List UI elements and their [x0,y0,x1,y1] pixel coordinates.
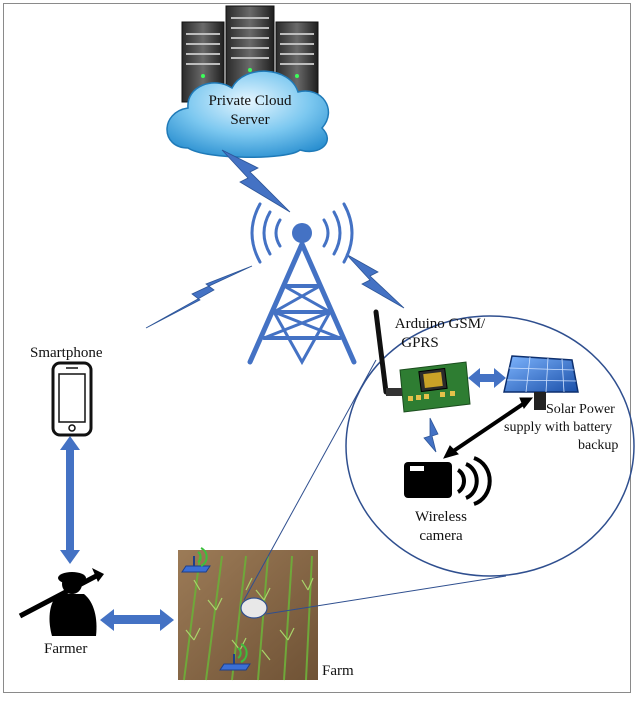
farmer-farm-arrow [100,609,174,631]
cloud-label-line1: Private Cloud [208,93,292,109]
gsm-board-icon [386,361,471,413]
camera-icon [404,456,492,506]
zoom-circle [345,315,635,577]
cloud-icon [166,70,329,159]
phone-farmer-arrow [60,436,80,564]
cloud-label-line2: Server [230,112,270,128]
lightning-icon [145,265,253,329]
diagram-frame [3,3,631,693]
zoom-lines [243,359,507,615]
lightning-icon [345,253,405,309]
solar-panel-icon [503,355,579,410]
camera-label-line1: Wireless [415,509,467,525]
sensor-icon [181,547,211,573]
smartphone-icon [51,361,93,437]
board-solar-arrow [468,368,506,388]
solar-label-line3: backup [578,438,619,453]
gsm-label-line2: GPRS [401,335,439,351]
solar-camera-arrow [443,397,534,459]
lightning-icon [221,149,291,213]
solar-label-line1: Solar Power [546,402,615,417]
farmer-label: Farmer [44,641,88,657]
lightning-icon [423,417,439,453]
antenna-icon [373,309,389,395]
gsm-label-line1: Arduino GSM/ [394,316,486,332]
tower-icon [247,202,357,366]
farm-label: Farm [322,663,354,679]
sensor-icon [219,643,251,671]
farm-image [178,547,318,681]
smartphone-label: Smartphone [30,345,103,361]
solar-label-line2: supply with battery [504,420,613,435]
camera-label-line2: camera [419,528,463,544]
farmer-icon [18,568,104,636]
